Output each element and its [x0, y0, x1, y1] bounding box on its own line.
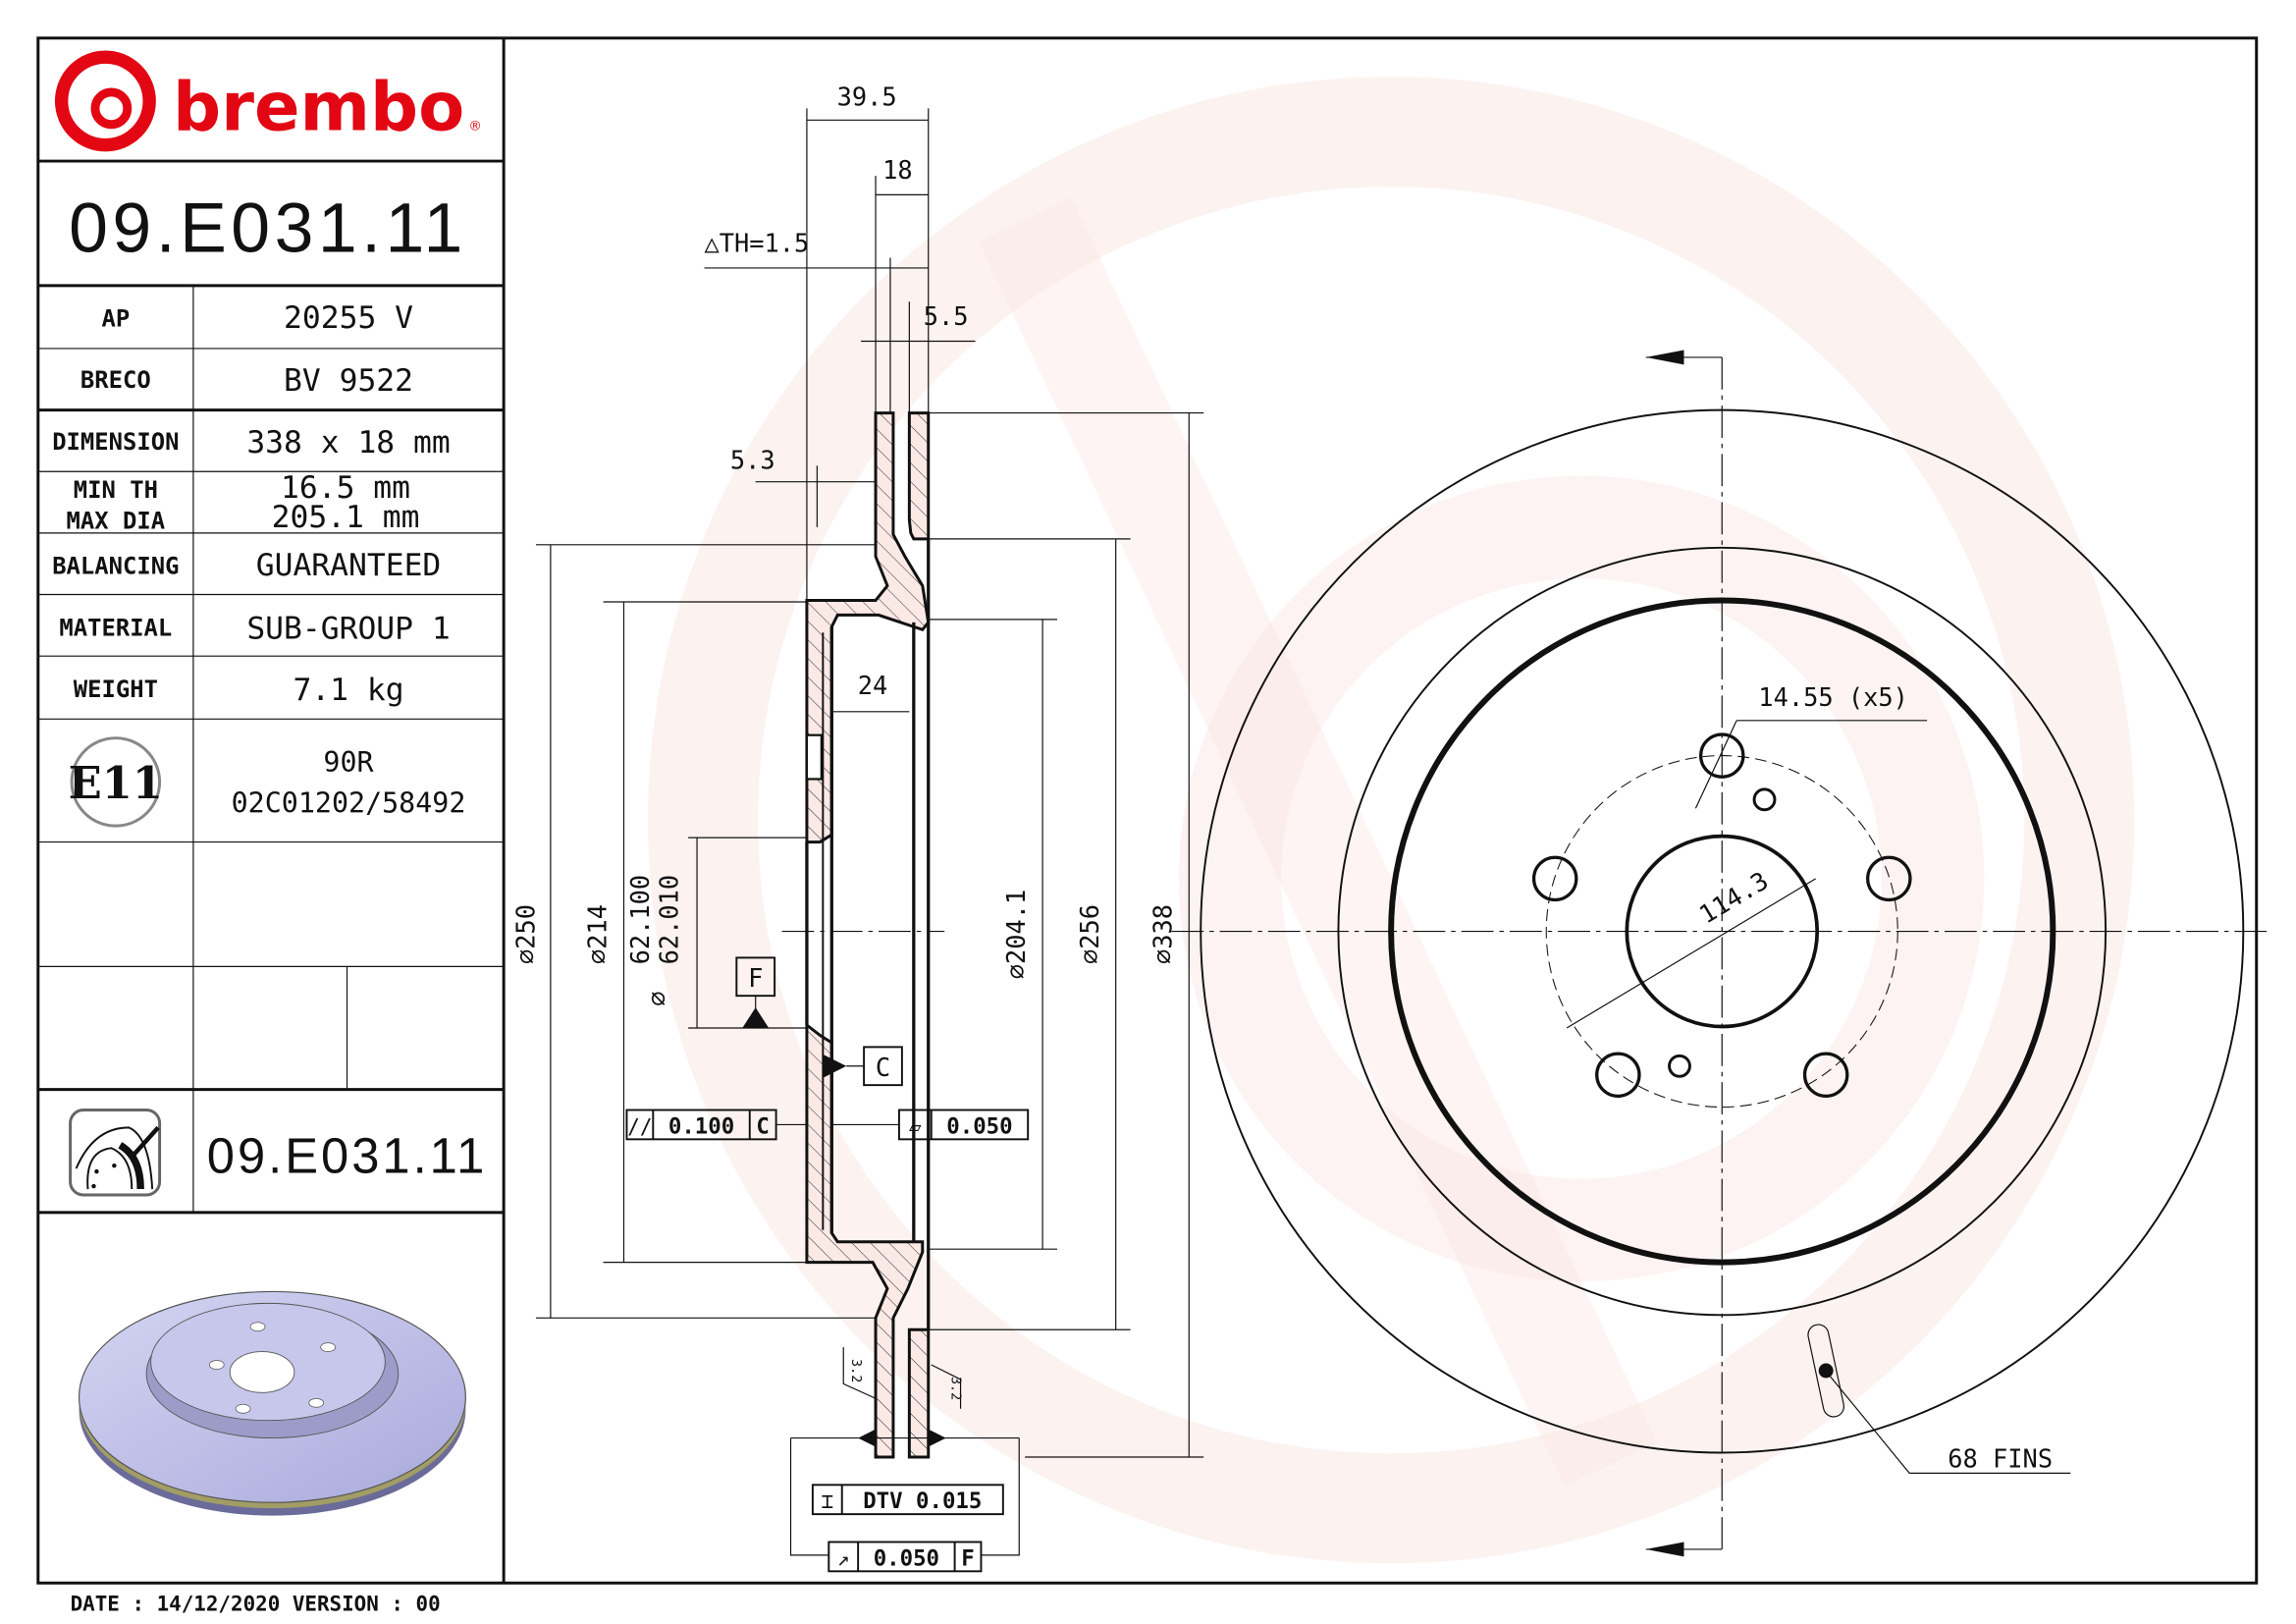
e11-approval-mark: E11 [69, 736, 163, 828]
svg-text:E11: E11 [69, 757, 163, 809]
svg-text:0.100: 0.100 [668, 1113, 734, 1139]
svg-text:⌀256: ⌀256 [1075, 904, 1104, 964]
svg-text:®: ® [468, 120, 481, 135]
svg-text:20255 V: 20255 V [284, 300, 413, 336]
dtv-tolerance: ⌶ DTV 0.015 [811, 1484, 1004, 1516]
spec-row-weight: WEIGHT 7.1 kg [74, 673, 404, 708]
svg-text:16.5 mm: 16.5 mm [281, 470, 410, 506]
svg-text:BALANCING: BALANCING [52, 553, 179, 580]
svg-text:BRECO: BRECO [80, 366, 151, 394]
date-version: DATE : 14/12/2020 VERSION : 00 [71, 1593, 441, 1616]
svg-text:205.1 mm: 205.1 mm [272, 500, 420, 535]
svg-text:F: F [748, 963, 763, 993]
svg-text:3.2: 3.2 [948, 1377, 963, 1400]
svg-text:0.050: 0.050 [946, 1113, 1012, 1139]
brand-name: brembo [173, 69, 464, 147]
svg-text:AP: AP [101, 305, 130, 333]
svg-text:SUB-GROUP 1: SUB-GROUP 1 [246, 611, 450, 646]
disc-brake-icon [69, 1109, 162, 1197]
svg-text:338 x 18 mm: 338 x 18 mm [246, 425, 450, 460]
svg-text:BV 9522: BV 9522 [284, 363, 413, 399]
part-number: 09.E031.11 [69, 189, 467, 268]
svg-text:MIN TH: MIN TH [74, 476, 158, 504]
svg-text:3.2: 3.2 [848, 1359, 863, 1382]
svg-text:62.010: 62.010 [655, 875, 684, 965]
drawing-frame [36, 36, 2259, 1585]
front-view: 114.3 14.55 (x5) 68 FINS [1171, 350, 2270, 1557]
svg-text:24: 24 [858, 671, 888, 700]
svg-text:7.1 kg: 7.1 kg [293, 673, 403, 708]
spec-row-material: MATERIAL SUB-GROUP 1 [59, 611, 450, 646]
svg-text:GUARANTEED: GUARANTEED [256, 548, 442, 583]
svg-text:⌀204.1: ⌀204.1 [1001, 890, 1031, 980]
spec-row-breco: BRECO BV 9522 [80, 363, 413, 399]
svg-text:▱: ▱ [909, 1114, 922, 1138]
approval-line2: 02C01202/58492 [232, 787, 466, 820]
svg-text:0.050: 0.050 [874, 1545, 939, 1571]
svg-text:⌀214: ⌀214 [583, 904, 613, 964]
approval-line1: 90R [323, 746, 374, 779]
svg-text:△TH=1.5: △TH=1.5 [705, 229, 810, 258]
flatness-tolerance: ▱ 0.050 [831, 1109, 1030, 1141]
bolt-holes [1531, 732, 1912, 1098]
svg-text:C: C [876, 1053, 890, 1082]
svg-text:⌶: ⌶ [822, 1489, 834, 1513]
svg-text:5.5: 5.5 [924, 301, 969, 331]
svg-text://: // [627, 1114, 652, 1138]
section-view: 39.5 18 △TH=1.5 5.5 5.3 24 ⌀ [510, 81, 1204, 1573]
spec-row-ap: AP 20255 V [101, 300, 413, 336]
parallelism-tolerance: // 0.100 C [625, 1109, 807, 1141]
svg-text:WEIGHT: WEIGHT [74, 676, 158, 703]
footer-part-number: 09.E031.11 [207, 1128, 487, 1184]
fins-label: 68 FINS [1948, 1443, 2053, 1473]
svg-text:DTV 0.015: DTV 0.015 [863, 1489, 982, 1514]
pcd-label: 114.3 [1694, 865, 1774, 929]
svg-text:18: 18 [882, 155, 913, 185]
svg-text:39.5: 39.5 [837, 81, 897, 111]
hole-dim-label: 14.55 (x5) [1758, 682, 1908, 712]
spec-row-dimension: DIMENSION 338 x 18 mm [52, 425, 451, 460]
brembo-logo: brembo ® [54, 50, 482, 152]
svg-text:5.3: 5.3 [730, 445, 775, 474]
disc-3d-render [78, 1290, 466, 1516]
svg-text:DIMENSION: DIMENSION [52, 428, 179, 456]
svg-text:MATERIAL: MATERIAL [59, 614, 172, 641]
spec-row-balancing: BALANCING GUARANTEED [52, 548, 441, 583]
title-block: brembo ® 09.E031.11 AP 20255 V BRECO BV … [37, 50, 505, 1516]
svg-text:⌀250: ⌀250 [510, 904, 540, 964]
runout-tolerance: ↗ 0.050 F [828, 1541, 983, 1573]
svg-text:MAX DIA: MAX DIA [67, 507, 166, 534]
svg-text:62.100: 62.100 [625, 875, 655, 965]
svg-text:↗: ↗ [837, 1546, 850, 1570]
svg-text:F: F [961, 1545, 974, 1571]
svg-text:⌀338: ⌀338 [1148, 904, 1177, 964]
spec-row-min-th-max-dia: MIN TH MAX DIA 16.5 mm 205.1 mm [67, 470, 420, 535]
svg-text:⌀: ⌀ [643, 992, 672, 1006]
svg-text:C: C [756, 1113, 769, 1139]
